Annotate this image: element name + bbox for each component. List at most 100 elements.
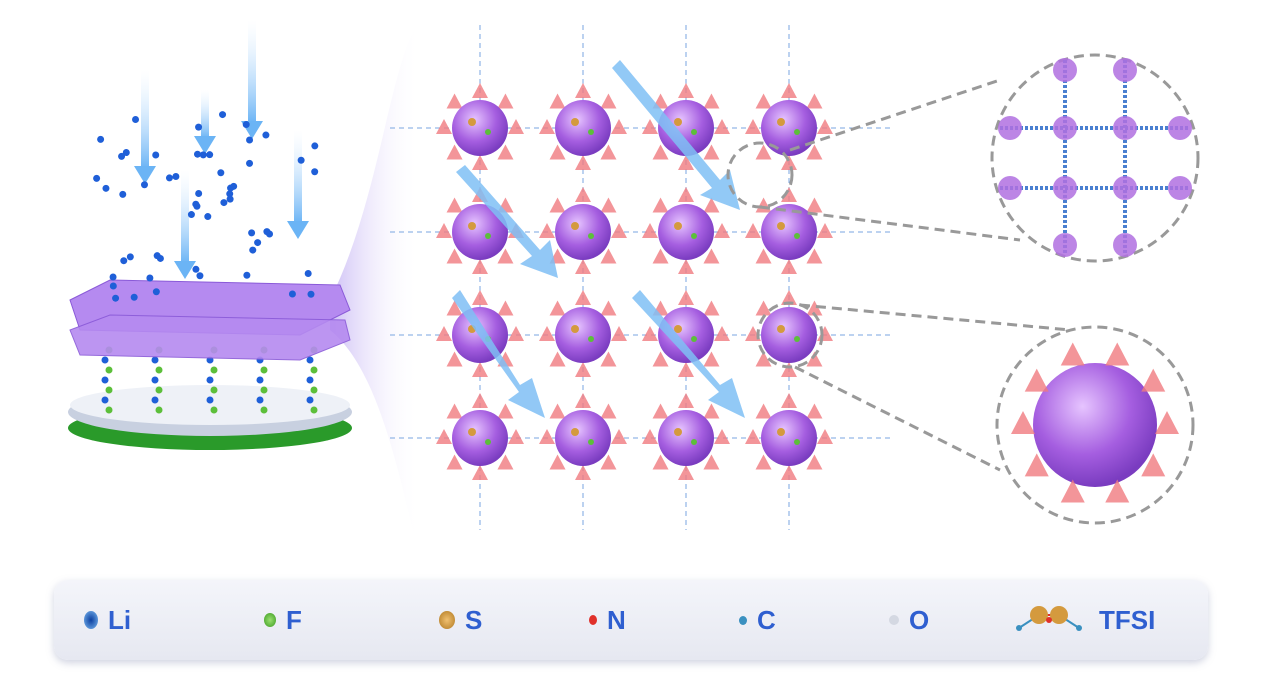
tfsi-tetrahedron — [472, 393, 488, 408]
tfsi-tetrahedron — [817, 119, 833, 134]
tfsi-tetrahedron — [781, 393, 797, 408]
legend-label: S — [465, 604, 483, 635]
tfsi-tetrahedron — [806, 300, 823, 316]
li-ion — [109, 282, 117, 290]
tfsi-tetrahedron — [781, 83, 797, 98]
li-ion — [262, 131, 270, 139]
li-ion — [220, 199, 228, 207]
li-flux-arrow — [248, 20, 256, 123]
li-ion — [109, 273, 117, 281]
inset-sphere-small — [998, 116, 1022, 140]
sei-atom — [151, 376, 159, 384]
legend-item-li: Li — [84, 580, 131, 660]
tfsi-tetrahedron — [549, 454, 566, 470]
tfsi-tetrahedron — [549, 300, 566, 316]
sei-atom — [105, 386, 113, 394]
sei-atom — [210, 406, 218, 414]
tfsi-tetrahedron — [714, 119, 730, 134]
tfsi-tetrahedron — [497, 93, 514, 109]
tfsi-tetrahedron — [575, 393, 591, 408]
sei-atom — [306, 396, 314, 404]
electrode — [68, 385, 352, 450]
f-atom — [794, 439, 800, 445]
inset-sphere-small — [1113, 176, 1137, 200]
f-atom — [691, 336, 697, 342]
li-ion — [243, 271, 251, 279]
sei-atom — [306, 356, 314, 364]
tfsi-tetrahedron — [703, 197, 720, 213]
li-cluster-sphere — [452, 100, 508, 156]
li-ion — [196, 272, 204, 280]
li-ion — [118, 152, 126, 160]
legend-label: C — [757, 604, 776, 635]
tfsi-tetrahedron — [714, 326, 730, 341]
tfsi-tetrahedron — [446, 144, 463, 160]
tfsi-tetrahedron — [703, 144, 720, 160]
s-atom — [777, 222, 785, 230]
f-atom — [588, 439, 594, 445]
li-ion — [172, 173, 180, 181]
tfsi-tetrahedron — [508, 119, 524, 134]
inset-lattice — [1000, 60, 1190, 255]
sei-atom — [256, 396, 264, 404]
inset-sphere-small — [1053, 176, 1077, 200]
tfsi-tetrahedron — [806, 93, 823, 109]
s-atom — [571, 325, 579, 333]
tfsi-tetrahedron — [817, 223, 833, 238]
tfsi-tetrahedron — [642, 326, 658, 341]
tfsi-tetrahedron — [446, 93, 463, 109]
sei-atom — [105, 366, 113, 374]
inset-sphere-small — [1113, 58, 1137, 82]
li-ion — [126, 253, 134, 261]
li-cluster-sphere — [658, 307, 714, 363]
f-atom — [794, 233, 800, 239]
li-cluster-sphere — [761, 307, 817, 363]
tfsi-tetrahedron — [703, 248, 720, 264]
li-cluster-sphere — [452, 410, 508, 466]
tfsi-tetrahedron — [575, 465, 591, 480]
tfsi-tetrahedron — [446, 454, 463, 470]
o-atom-icon — [889, 615, 899, 625]
tfsi-tetrahedron — [652, 454, 669, 470]
sei-atom — [206, 376, 214, 384]
inset-sphere-small — [1113, 233, 1137, 257]
legend-item-tfsi: TFSI — [1009, 580, 1155, 660]
li-ion — [246, 136, 254, 144]
graphene-layers — [69, 279, 351, 361]
tfsi-tetrahedron — [1141, 453, 1166, 477]
li-ion — [217, 169, 225, 177]
tfsi-tetrahedron — [1024, 368, 1049, 392]
tfsi-tetrahedron — [600, 93, 617, 109]
tfsi-tetrahedron — [549, 144, 566, 160]
tfsi-tetrahedron — [1155, 411, 1179, 434]
tfsi-tetrahedron — [745, 429, 761, 444]
sei-atom — [151, 396, 159, 404]
li-ion — [226, 190, 234, 198]
tfsi-tetrahedron — [1060, 342, 1085, 366]
s-atom — [571, 222, 579, 230]
n-atom-icon — [589, 615, 597, 625]
tfsi-tetrahedron — [436, 223, 452, 238]
tfsi-tetrahedron — [600, 300, 617, 316]
tfsi-tetrahedron — [575, 362, 591, 377]
f-atom — [691, 129, 697, 135]
sei-atom — [310, 366, 318, 374]
tfsi-tetrahedron — [678, 83, 694, 98]
sei-atom — [101, 376, 109, 384]
tfsi-tetrahedron — [539, 326, 555, 341]
li-ion — [288, 290, 296, 298]
li-ion — [194, 150, 202, 158]
li-flux-arrow — [141, 70, 149, 168]
f-atom — [588, 336, 594, 342]
tfsi-tetrahedron — [781, 259, 797, 274]
tfsi-tetrahedron — [806, 144, 823, 160]
li-ion — [112, 294, 120, 302]
tfsi-tetrahedron — [714, 429, 730, 444]
tfsi-tetrahedron — [755, 300, 772, 316]
s-atom — [674, 118, 682, 126]
li-ion — [206, 151, 214, 159]
tfsi-tetrahedron — [446, 351, 463, 367]
li-cluster-sphere — [555, 204, 611, 260]
tfsi-tetrahedron — [755, 351, 772, 367]
tfsi-tetrahedron — [472, 259, 488, 274]
